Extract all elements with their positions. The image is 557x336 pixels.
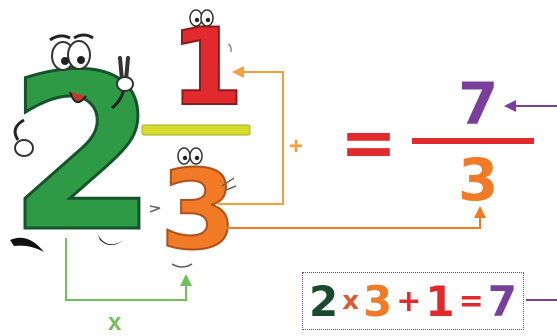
equals-sign: =: [340, 104, 397, 183]
equation-result: 7: [488, 277, 517, 326]
denominator-eye-left: [178, 148, 190, 164]
multiply-arrowhead: [180, 274, 192, 286]
eye-right: [68, 41, 90, 69]
denominator-pupil-right: [195, 156, 199, 160]
whole-number-character: 2: [8, 28, 158, 279]
equation-whole: 2: [309, 277, 338, 326]
equation-times: x: [342, 286, 359, 316]
equation-equals: =: [459, 284, 484, 319]
multiply-label: x: [108, 309, 122, 336]
denominator-eye-right: [190, 148, 202, 164]
equation-box: 2 x 3 + 1 = 7: [302, 272, 524, 330]
equation-plus: +: [396, 284, 421, 319]
numerator-pupil-right: [206, 18, 210, 22]
result-numerator: 7: [458, 70, 498, 138]
denominator-glyph: 3: [160, 146, 237, 274]
equation-denominator: 3: [363, 277, 392, 326]
denominator-pupil-left: [183, 156, 187, 160]
fraction-bar: [142, 125, 250, 135]
peace-hand-icon: [117, 77, 133, 91]
numerator-character: 1: [170, 6, 244, 129]
pupil-left: [61, 57, 69, 65]
result-arrow: [504, 100, 557, 112]
result-arrowhead: [504, 100, 516, 112]
pupil-right: [77, 56, 85, 64]
result-denominator: 3: [458, 146, 498, 214]
numerator-eye-right: [201, 10, 213, 26]
denominator-character: 3: [150, 146, 237, 274]
numerator-pupil-left: [195, 18, 199, 22]
result-fraction-bar: [412, 138, 534, 144]
equation-numerator: 1: [425, 277, 454, 326]
denominator-carry-line: [218, 214, 480, 228]
plus-label: +: [289, 133, 303, 160]
numerator-eye-left: [190, 10, 202, 26]
fist-hand-icon: [15, 140, 33, 156]
denominator-carry-arrow: [218, 206, 486, 228]
